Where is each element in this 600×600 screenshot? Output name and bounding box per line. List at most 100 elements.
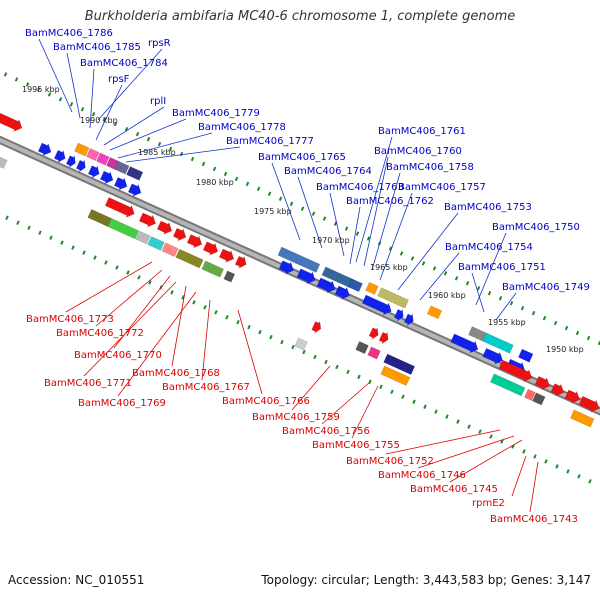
scale-tick-lower [137, 275, 141, 280]
scale-tick-upper [267, 191, 272, 197]
plus-gene-label: BamMC406_1785 [53, 42, 141, 53]
scale-tick-upper [465, 281, 470, 286]
plus-gene-label: BamMC406_1765 [258, 152, 346, 163]
scale-tick-upper [69, 102, 74, 107]
scale-tick-lower [269, 334, 273, 340]
minus-gene-label: BamMC406_1756 [282, 426, 370, 437]
scale-tick-upper [168, 146, 173, 152]
minus-leader-line [83, 281, 177, 377]
gene-arrow [53, 149, 66, 163]
plus-leader-line [103, 106, 165, 146]
gene-feature [367, 346, 381, 360]
plus-gene-label: BamMC406_1760 [374, 146, 462, 157]
scale-label: 1985 kbp [138, 148, 176, 157]
scale-label: 1990 kbp [80, 116, 118, 125]
plus-leader-line [109, 118, 187, 151]
scale-tick-upper [113, 121, 118, 127]
gene-arrow [550, 383, 565, 397]
scale-tick-lower [478, 429, 482, 434]
scale-tick-lower [16, 220, 20, 225]
plus-leader-line [363, 156, 389, 267]
plus-gene-label: BamMC406_1751 [458, 262, 546, 273]
scale-tick-lower [544, 459, 548, 464]
plus-gene-label: BamMC406_1758 [386, 162, 474, 173]
gene-feature [570, 409, 595, 428]
minus-leader-line [117, 291, 197, 397]
gene-feature [161, 242, 179, 258]
gene-feature [524, 388, 536, 401]
scale-tick-lower [236, 319, 240, 325]
minus-gene-label: BamMC406_1766 [222, 396, 310, 407]
scale-tick-upper [212, 166, 217, 172]
gene-arrow [361, 294, 392, 316]
plus-gene-label: rpsR [148, 38, 171, 49]
minus-leader-line [65, 261, 153, 313]
gene-feature [107, 218, 140, 240]
minus-leader-line [95, 269, 163, 327]
scale-tick-lower [214, 310, 218, 315]
gene-arrow [65, 154, 76, 169]
minus-gene-label: BamMC406_1769 [78, 398, 166, 409]
minus-gene-label: BamMC406_1755 [312, 440, 400, 451]
gene-feature [126, 166, 144, 181]
scale-tick-upper [135, 131, 140, 137]
plus-gene-label: BamMC406_1764 [284, 166, 372, 177]
minus-leader-line [449, 439, 523, 483]
scale-tick-upper [91, 112, 96, 117]
gene-feature [347, 278, 363, 293]
scale-tick-upper [564, 325, 569, 331]
gene-feature [365, 281, 379, 295]
gene-arrow [202, 241, 219, 256]
plus-leader-line [419, 252, 460, 301]
gene-arrow [75, 159, 86, 173]
scale-tick-upper [366, 236, 371, 241]
scale-tick-lower [258, 329, 262, 335]
gene-feature [201, 260, 225, 278]
gene-arrow [138, 212, 156, 228]
scale-label: 1955 kbp [488, 318, 526, 327]
gene-arrow [37, 142, 52, 157]
scale-tick-upper [476, 286, 481, 291]
minus-leader-line [171, 285, 187, 367]
plus-leader-line [379, 192, 413, 281]
gene-feature [223, 270, 236, 283]
plus-leader-line [355, 136, 393, 263]
minus-leader-line [417, 435, 515, 469]
plus-leader-line [271, 162, 301, 241]
plus-gene-label: BamMC406_1763 [316, 182, 404, 193]
plus-leader-line [297, 176, 323, 249]
scale-tick-upper [300, 206, 305, 211]
plus-leader-line [125, 146, 241, 163]
scale-tick-lower [313, 354, 317, 360]
scale-tick-lower [38, 230, 42, 235]
plus-gene-label: BamMC406_1784 [80, 58, 168, 69]
gene-arrow [87, 165, 100, 179]
plus-leader-line [475, 232, 507, 306]
scale-tick-lower [588, 479, 592, 484]
scale-tick-upper [410, 256, 415, 261]
plus-gene-label: rplI [150, 96, 166, 107]
gene-feature [518, 348, 534, 363]
gene-feature [482, 332, 514, 354]
plus-leader-line [397, 212, 459, 291]
minus-leader-line [201, 299, 211, 381]
gene-feature [175, 248, 204, 269]
gene-feature [96, 152, 110, 166]
scale-label: 1950 kbp [546, 345, 584, 354]
scale-label: 1960 kbp [428, 291, 466, 300]
scale-tick-lower [104, 260, 108, 265]
gene-arrow [334, 285, 350, 300]
minus-gene-label: BamMC406_1767 [162, 382, 250, 393]
scale-tick-upper [278, 196, 283, 201]
gene-feature [380, 365, 411, 386]
scale-tick-upper [124, 126, 129, 132]
scale-tick-lower [302, 349, 306, 355]
scale-tick-upper [3, 72, 8, 77]
plus-leader-line [495, 292, 517, 321]
plus-gene-label: BamMC406_1749 [502, 282, 590, 293]
gene-arrow [278, 260, 294, 275]
scale-tick-upper [509, 300, 514, 306]
scale-tick-lower [533, 454, 537, 459]
minus-gene-label: BamMC406_1768 [132, 368, 220, 379]
